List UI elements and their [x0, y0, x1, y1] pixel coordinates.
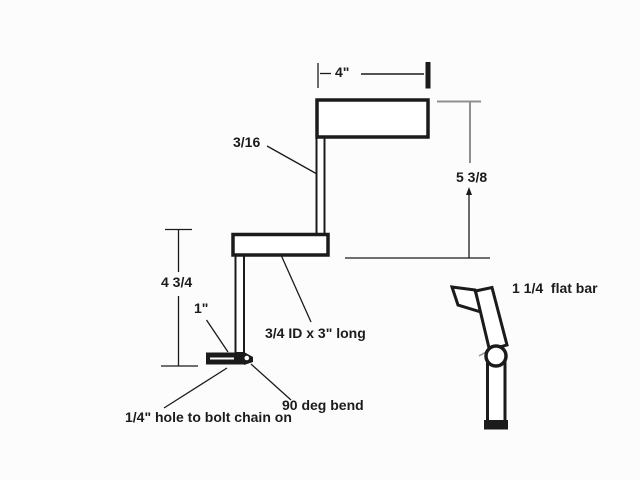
dimension-right-height	[345, 100, 490, 259]
lower-flat-bar	[486, 360, 507, 424]
lower-vertical-bar	[234, 252, 245, 354]
leader-lines	[163, 145, 318, 409]
dimension-top-width	[317, 62, 431, 89]
leader-bend-note	[250, 363, 292, 401]
leader-hole-note	[163, 367, 228, 409]
flat-bar-detail	[449, 285, 509, 430]
leader-wall-thickness	[266, 145, 318, 175]
dim-label-foot-length: 1"	[194, 300, 209, 316]
label-wall-thickness: 3/16	[233, 134, 261, 150]
dim-label-top-width: 4"	[335, 64, 350, 80]
label-bend-note: 90 deg bend	[282, 397, 364, 413]
label-hole-note: 1/4" hole to bolt chain on	[125, 409, 292, 425]
angled-bar	[473, 285, 509, 352]
dim-label-right-height: 5 3/8	[456, 169, 488, 185]
main-bracket-drawing	[206, 98, 430, 365]
top-tube-outline	[315, 98, 430, 139]
dim-label-left-height: 4 3/4	[161, 274, 193, 290]
dimension-left-height	[161, 228, 198, 367]
bolt-hole	[244, 355, 250, 361]
upper-vertical-bar	[315, 134, 326, 237]
leader-tube-spec	[276, 245, 312, 323]
base-cap	[484, 420, 508, 430]
leader-foot-length	[205, 319, 229, 353]
label-flat-bar-spec: 1 1/4 flat bar	[512, 280, 598, 296]
middle-tube-outline	[231, 232, 330, 257]
dim-end-bar	[425, 62, 431, 89]
label-tube-spec: 3/4 ID x 3" long	[265, 325, 366, 341]
pivot-circle	[484, 344, 508, 368]
